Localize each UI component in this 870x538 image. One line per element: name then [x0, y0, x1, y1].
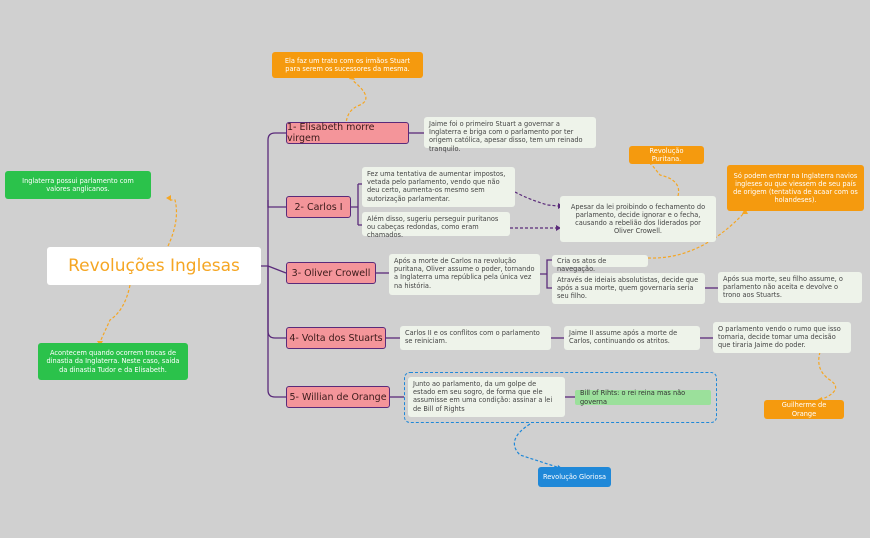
topic-volta-stuarts[interactable]: 4- Volta dos Stuarts — [286, 327, 386, 349]
topic-oliver-crowell[interactable]: 3- Oliver Crowell — [286, 262, 376, 284]
note-carlos-impostos[interactable]: Fez uma tentativa de aumentar impostos, … — [362, 167, 515, 207]
note-carlos-ii[interactable]: Carlos II e os conflitos com o parlament… — [400, 326, 551, 350]
root-topic[interactable]: Revoluções Inglesas — [47, 247, 261, 285]
callout-revolucao-gloriosa[interactable]: Revolução Gloriosa — [538, 467, 611, 487]
note-carlos-puritanos[interactable]: Além disso, sugeriu perseguir puritanos … — [362, 212, 510, 239]
callout-revolucao-puritana[interactable]: Revolução Puritana. — [629, 146, 704, 164]
callout-guilherme-orange[interactable]: Guilherme de Orange — [764, 400, 844, 419]
root-title: Revoluções Inglesas — [68, 256, 240, 276]
topic-carlos-i[interactable]: 2- Carlos I — [286, 196, 351, 218]
callout-parlamento-anglicano[interactable]: Inglaterra possui parlamento com valores… — [5, 171, 151, 199]
note-parlamento-decisao[interactable]: O parlamento vendo o rumo que isso tomar… — [713, 322, 851, 353]
note-golpe-estado[interactable]: Junto ao parlamento, da um golpe de esta… — [408, 377, 565, 417]
note-atos-navegacao[interactable]: Cria os atos de navegação. — [552, 255, 648, 273]
boundary-orange-group — [404, 372, 717, 423]
note-bill-of-rights[interactable]: Bill of Rihts: o rei reina mas não gover… — [575, 389, 711, 406]
topic-willian-orange[interactable]: 5- Willian de Orange — [286, 386, 390, 408]
note-ideais-absolutistas[interactable]: Através de ideiais absolutistas, decide … — [552, 273, 705, 304]
note-oliver-republica[interactable]: Após a morte de Carlos na revolução puri… — [389, 254, 540, 295]
callout-trocas-dinastia[interactable]: Acontecem quando ocorrem trocas de dinas… — [38, 343, 188, 380]
topic-elisabeth[interactable]: 1- Elisabeth morre virgem — [286, 122, 409, 144]
callout-trato-stuart[interactable]: Ela faz um trato com os irmãos Stuart pa… — [272, 52, 423, 78]
callout-navios-ingleses[interactable]: Só podem entrar na Inglaterra navios ing… — [727, 165, 864, 211]
note-carlos-fecha-parlamento[interactable]: Apesar da lei proibindo o fechamento do … — [560, 196, 716, 242]
note-jaime-ii[interactable]: Jaime II assume após a morte de Carlos, … — [564, 326, 700, 350]
note-jaime-primeiro-stuart[interactable]: Jaime foi o primeiro Stuart a governar a… — [424, 117, 596, 153]
note-filho-assume[interactable]: Após sua morte, seu filho assume, o parl… — [718, 272, 862, 303]
